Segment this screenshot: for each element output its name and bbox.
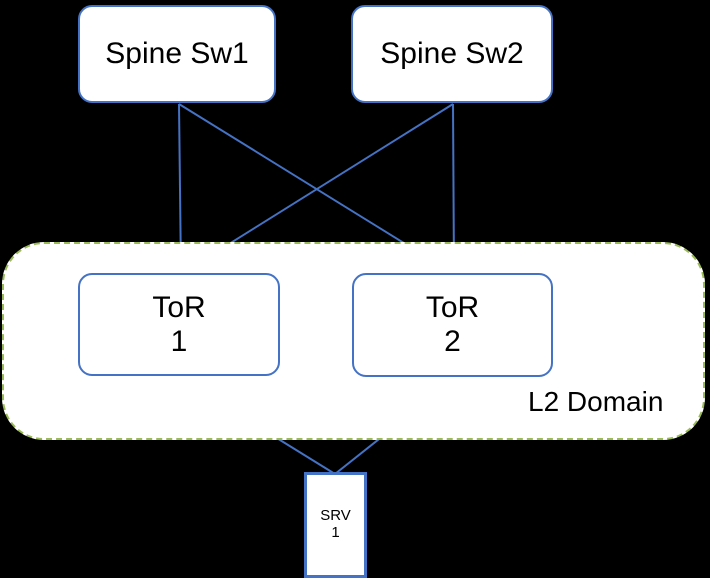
node-srv-1[interactable]: SRV 1 (304, 472, 367, 578)
node-spine-sw1-label: Spine Sw1 (105, 37, 249, 71)
node-tor-1-label-line2: 1 (170, 324, 188, 358)
node-tor-1-label-line1: ToR (152, 290, 206, 324)
zone-l2-domain-label: L2 Domain (528, 386, 664, 417)
node-srv-1-label-line2: 1 (331, 524, 340, 541)
node-tor-2[interactable]: ToR 2 (352, 273, 553, 377)
node-tor-2-label-line2: 2 (444, 325, 461, 358)
node-spine-sw1[interactable]: Spine Sw1 (78, 5, 276, 103)
node-tor-2-label-line1: ToR (425, 291, 480, 325)
node-spine-sw2-label: Spine Sw2 (380, 37, 524, 71)
node-tor-1[interactable]: ToR 1 (78, 273, 280, 376)
node-srv-1-label-line1: SRV (320, 507, 351, 525)
node-spine-sw2[interactable]: Spine Sw2 (351, 5, 553, 103)
